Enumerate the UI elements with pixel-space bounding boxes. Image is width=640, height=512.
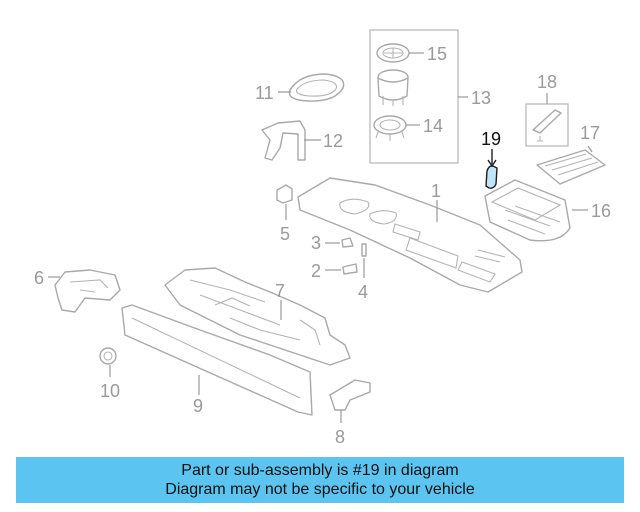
part-4[interactable]: 4 <box>358 243 368 302</box>
part-17[interactable]: 17 <box>536 123 606 185</box>
part-1[interactable]: 1 <box>297 177 523 293</box>
banner-line-1: Part or sub-assembly is #19 in diagram <box>181 462 459 479</box>
info-banner: Part or sub-assembly is #19 in diagram D… <box>16 457 624 503</box>
callout-17[interactable]: 17 <box>580 123 600 143</box>
part-3[interactable]: 3 <box>311 233 354 253</box>
callout-7[interactable]: 7 <box>275 281 285 301</box>
exploded-parts-diagram: 13 15 14 11 <box>34 29 611 447</box>
callout-19[interactable]: 19 <box>481 129 501 149</box>
part-18-group[interactable]: 18 <box>525 72 569 147</box>
callout-4[interactable]: 4 <box>358 282 368 302</box>
part-12[interactable]: 12 <box>261 120 343 161</box>
part-13-cup-holder[interactable] <box>377 69 409 106</box>
part-9[interactable]: 9 <box>121 304 313 416</box>
callout-14[interactable]: 14 <box>423 116 443 136</box>
callout-6[interactable]: 6 <box>34 268 44 288</box>
part-13-group: 13 <box>369 29 491 164</box>
part-5[interactable]: 5 <box>276 184 293 244</box>
part-19-highlighted[interactable]: 19 <box>481 129 501 189</box>
callout-18[interactable]: 18 <box>537 72 557 92</box>
part-16[interactable]: 16 <box>484 179 611 242</box>
part-8[interactable]: 8 <box>329 379 371 447</box>
callout-9[interactable]: 9 <box>193 396 203 416</box>
part-11[interactable]: 11 <box>255 73 345 103</box>
part-14[interactable]: 14 <box>373 115 443 141</box>
part-2[interactable]: 2 <box>311 261 358 281</box>
callout-15[interactable]: 15 <box>427 44 447 64</box>
part-15[interactable]: 15 <box>376 43 447 64</box>
callout-1[interactable]: 1 <box>431 181 441 201</box>
leader-17 <box>587 145 593 153</box>
callout-16[interactable]: 16 <box>591 201 611 221</box>
part-7[interactable]: 7 <box>164 267 351 366</box>
callout-10[interactable]: 10 <box>100 381 120 401</box>
callout-13[interactable]: 13 <box>471 88 491 108</box>
callout-3[interactable]: 3 <box>311 233 321 253</box>
callout-11[interactable]: 11 <box>255 83 274 103</box>
callout-5[interactable]: 5 <box>280 224 290 244</box>
callout-12[interactable]: 12 <box>323 131 343 151</box>
part-10[interactable]: 10 <box>99 347 120 401</box>
banner-line-2: Diagram may not be specific to your vehi… <box>165 481 475 498</box>
callout-2[interactable]: 2 <box>311 261 321 281</box>
part-6[interactable]: 6 <box>34 268 121 313</box>
callout-8[interactable]: 8 <box>335 427 345 447</box>
